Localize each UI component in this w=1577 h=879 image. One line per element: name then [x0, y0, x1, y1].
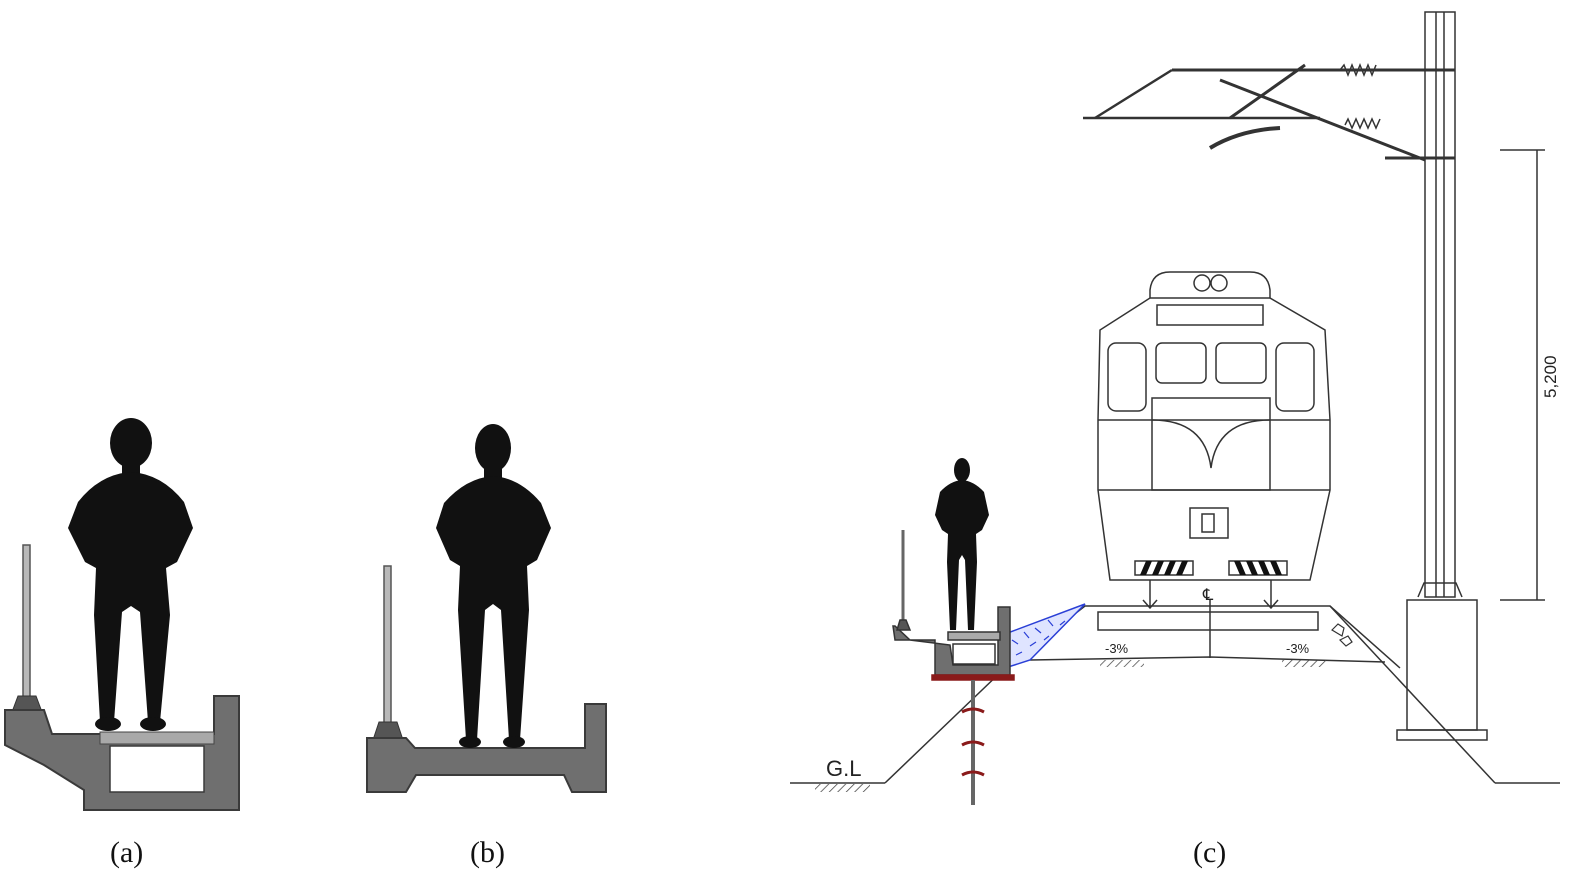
panel-c [790, 11, 1560, 805]
gravel-wedge [1004, 603, 1086, 670]
embankment-slope-right [1329, 605, 1496, 784]
ground-hatch-left [815, 784, 870, 792]
railing-base-c [895, 619, 912, 631]
anchor-plate [931, 674, 1015, 681]
catenary-mast [1396, 11, 1488, 741]
person-silhouette-a [68, 418, 193, 731]
train-front [1097, 271, 1331, 610]
panel-a [4, 418, 240, 811]
rubble-symbol [1331, 623, 1353, 647]
panel-b [366, 424, 607, 793]
walkway-section-c [892, 606, 1011, 676]
caption-a: (a) [110, 836, 144, 869]
person-silhouette-c [935, 458, 989, 630]
railing-post-b [383, 565, 392, 727]
slope-hatch-left [1100, 660, 1144, 667]
walkway-void-c [952, 643, 996, 665]
person-silhouette-b [436, 424, 551, 748]
deck-slab-a [99, 731, 215, 745]
concrete-section-b [366, 703, 607, 793]
railing-post-a [22, 544, 31, 706]
caption-c: (c) [1193, 836, 1227, 869]
centerline-symbol: ℄ [1202, 587, 1214, 604]
slope-hatch-right [1282, 660, 1326, 667]
height-dimension-label: 5,200 [1541, 355, 1560, 398]
embankment-slope-left [884, 667, 1006, 784]
box-void-a [109, 745, 205, 793]
ground-level-label: G.L [826, 756, 861, 781]
height-dimension [1500, 149, 1545, 601]
cantilever-arms [1083, 62, 1455, 162]
caption-b: (b) [470, 836, 505, 869]
slope-left-label: -3% [1105, 641, 1129, 656]
walkway-deck-c [947, 631, 1001, 641]
slope-right-label: -3% [1286, 641, 1310, 656]
roadbed-surface [1029, 656, 1386, 663]
sleeper-slab [1097, 611, 1319, 631]
